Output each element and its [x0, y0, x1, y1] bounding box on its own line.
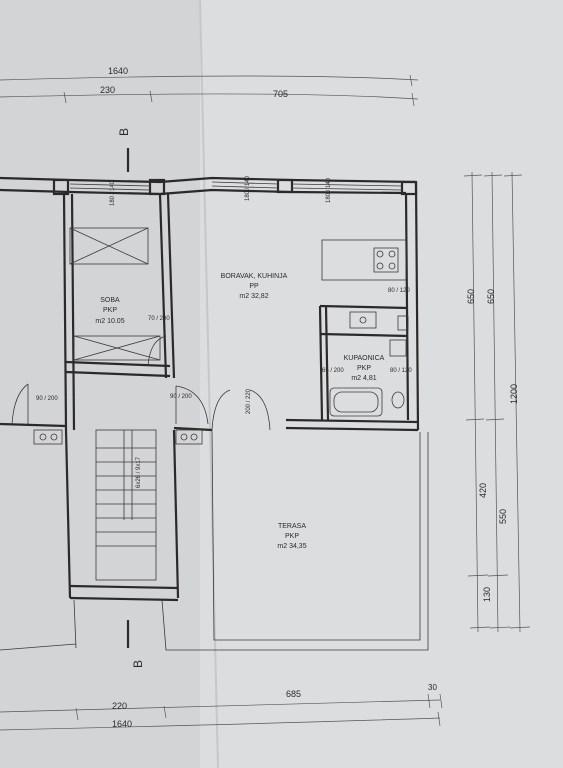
- section-label-bottom: B: [131, 660, 145, 668]
- soba-area: m2 10.05: [95, 318, 124, 325]
- dim-bottom-total: 1640: [112, 719, 132, 729]
- column-markers: [33, 429, 203, 445]
- kupaonica-floor: PKP: [357, 365, 371, 372]
- terasa-floor: PKP: [285, 533, 299, 540]
- staircase: [95, 429, 157, 581]
- opening-win-boravak-1: 180 / 140: [245, 175, 251, 201]
- dim-bottom-small: 30: [428, 683, 437, 692]
- opening-door-balcony: 200 / 220: [246, 388, 252, 414]
- opening-door-soba: 70 / 200: [148, 316, 170, 322]
- soba-floor: PKP: [103, 307, 117, 314]
- terrace-outline: [0, 429, 429, 651]
- dim-right-650a: 650: [466, 289, 476, 304]
- kupaonica-name: KUPAONICA: [344, 355, 385, 362]
- dim-right-550: 550: [498, 509, 508, 524]
- opening-door-bath: 65 / 200: [322, 368, 344, 374]
- dim-top-left: 230: [100, 85, 115, 95]
- building-walls: [0, 176, 420, 602]
- opening-door-hall: 90 / 200: [170, 394, 192, 400]
- dim-right-1200: 1200: [509, 384, 519, 404]
- room-terasa-label: TERASA PKP m2 34,35: [277, 523, 306, 550]
- kitchen-counter: [321, 239, 407, 281]
- opening-win-bath: 80 / 120: [390, 368, 412, 374]
- boravak-area: m2 32,82: [239, 293, 268, 300]
- soba-name: SOBA: [100, 297, 120, 304]
- opening-stairs: 6x26 / 9x17: [136, 456, 142, 488]
- dim-right-420: 420: [478, 483, 488, 498]
- kupaonica-area: m2 4,81: [351, 375, 376, 382]
- opening-door-left: 90 / 200: [36, 396, 58, 402]
- opening-win-soba: 180 / 140: [110, 180, 116, 206]
- door-swings: [11, 335, 271, 431]
- section-label-top: B: [117, 128, 131, 136]
- dim-right-130: 130: [482, 587, 492, 602]
- bed-soba: [69, 227, 149, 265]
- right-dimensions: [463, 171, 531, 633]
- boravak-floor: PP: [249, 283, 259, 290]
- opening-win-boravak-2: 180 / 140: [326, 177, 332, 203]
- top-windows: [69, 181, 403, 191]
- paper-fold-left: [0, 0, 200, 768]
- room-kupaonica-label: KUPAONICA PKP m2 4,81: [344, 355, 385, 382]
- top-dimensions: [0, 74, 419, 107]
- boravak-name: BORAVAK, KUHINJA: [221, 273, 288, 280]
- terasa-area: m2 34,35: [277, 543, 306, 550]
- wardrobe-soba: [73, 335, 161, 361]
- dim-bottom-right: 685: [286, 689, 301, 699]
- terasa-name: TERASA: [278, 523, 306, 530]
- bathroom-fixtures: [329, 339, 407, 417]
- room-boravak-label: BORAVAK, KUHINJA PP m2 32,82: [221, 273, 288, 300]
- opening-door-kitchen: 80 / 120: [388, 288, 410, 294]
- dim-top-total: 1640: [108, 66, 128, 76]
- dim-bottom-left: 220: [112, 701, 127, 711]
- dim-right-650b: 650: [486, 289, 496, 304]
- kitchen-sink: [349, 311, 409, 331]
- dim-top-right: 705: [273, 89, 288, 99]
- room-soba-label: SOBA PKP m2 10.05: [95, 297, 124, 325]
